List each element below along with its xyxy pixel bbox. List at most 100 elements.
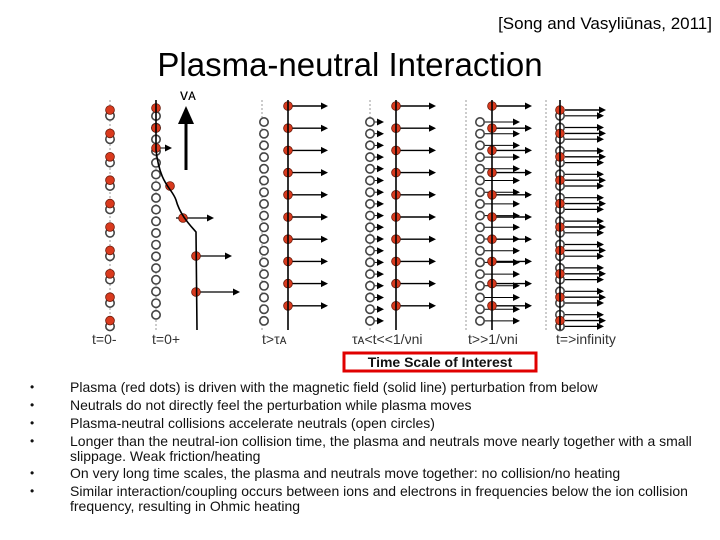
plasma-particle [105,292,115,303]
neutral-particle [151,181,162,192]
neutral-velocity-arrow-head [513,294,520,301]
bullet-dot: • [30,434,35,448]
neutral-particle [151,204,162,215]
perturbed-field-line [155,100,198,331]
bullet-item: •Similar interaction/coupling occurs bet… [30,484,710,514]
frame-label-3: τᴀ<t<<1/νni [352,331,422,347]
velocity-arrow-head [525,235,532,243]
bullet-text: Plasma (red dots) is driven with the mag… [70,379,598,395]
plasma-particle [105,315,115,326]
neutral-particle [474,210,485,221]
bullet-item: • On very long time scales, the plasma an… [30,466,710,481]
neutral-velocity-arrow-head [597,229,604,237]
velocity-arrow-head [429,302,436,310]
neutral-velocity-arrow-head [377,153,384,161]
velocity-arrow-head [321,235,328,243]
neutral-particle [151,192,162,203]
neutral-particle [258,234,269,245]
neutral-velocity-arrow-head [377,188,384,196]
neutral-velocity-arrow-head [377,130,384,138]
neutral-particle [151,216,162,227]
velocity-arrow-head [321,124,328,132]
velocity-arrow-head [429,235,436,243]
neutral-particle [258,198,269,209]
neutral-velocity-arrow-head [513,317,520,325]
neutral-velocity-arrow-head [597,159,604,167]
bullet-item: •Neutrals do not directly feel the pertu… [30,398,710,413]
neutral-particle [151,239,162,250]
neutral-velocity-arrow-head [377,177,384,184]
velocity-arrow-head [321,280,328,288]
neutral-velocity-arrow-head [597,322,604,330]
neutral-velocity-arrow-head [377,247,384,255]
neutral-particle [474,280,485,291]
neutral-velocity-arrow-head [597,299,604,307]
bullet-text: Longer than the neutral-ion collision ti… [70,433,692,464]
velocity-arrow-head [525,257,532,265]
neutral-particle [474,234,485,245]
neutral-velocity-arrow-head [513,258,520,266]
neutral-velocity-arrow-head [513,141,520,149]
neutral-particle [364,117,375,128]
velocity-arrow-head [525,124,532,132]
neutral-velocity-arrow-head [377,212,384,220]
bullet-list: • Plasma (red dots) is driven with the ma… [30,380,710,517]
neutral-velocity-arrow-head [377,282,384,290]
neutral-particle [258,187,269,198]
neutral-particle [364,128,375,139]
velocity-arrow-head [321,302,328,310]
neutral-velocity-arrow-head [513,153,520,161]
neutral-particle [474,198,485,209]
bullet-dot: • [30,484,35,498]
velocity-arrow-head [321,169,328,177]
velocity-arrow-head [321,257,328,265]
velocity-arrow-head [429,102,436,110]
neutral-particle [364,152,375,163]
bullet-text: Plasma-neutral collisions accelerate neu… [70,415,435,431]
velocity-arrow-head [321,213,328,221]
neutral-particle [474,245,485,256]
neutral-particle [364,315,375,326]
neutral-velocity-arrow-head [377,141,384,149]
velocity-arrow-head [165,144,172,152]
neutral-velocity-arrow-head [597,241,604,248]
velocity-arrow-head [525,213,532,221]
neutral-particle [364,280,375,291]
neutral-particle [474,140,485,151]
bullet-text: Neutrals do not directly feel the pertur… [70,397,472,413]
velocity-arrow-head [429,213,436,221]
neutral-velocity-arrow-head [597,252,604,260]
velocity-arrow-head [233,288,240,296]
neutral-particle [258,175,269,186]
neutral-velocity-arrow-head [377,223,384,231]
neutral-velocity-arrow-head [597,124,604,131]
frame-label-1: t=0+ [152,331,180,347]
bullet-dot: • [30,380,35,394]
neutral-velocity-arrow-head [513,305,520,313]
neutral-particle [474,269,485,280]
neutral-particle [364,304,375,315]
bullet-text: On very long time scales, the plasma and… [70,465,621,481]
neutral-velocity-arrow-head [513,188,520,196]
neutral-particle [364,210,375,221]
frame-label-4: t>>1/νni [468,331,518,347]
velocity-arrow-head [207,214,214,222]
velocity-arrow-head [599,246,606,254]
neutral-velocity-arrow-head [377,235,384,243]
neutral-velocity-arrow-head [597,205,604,213]
neutral-particle [364,175,375,186]
velocity-arrow-head [599,106,606,114]
neutral-particle [364,187,375,198]
neutral-particle [258,280,269,291]
neutral-particle [258,210,269,221]
neutral-velocity-arrow-head [377,165,384,173]
velocity-arrow-head [599,270,606,278]
plasma-particle [105,175,115,186]
velocity-arrow-head [599,129,606,137]
frame-label-0: t=0- [92,331,117,347]
bullet-dot: • [30,466,35,480]
velocity-arrow-head [429,191,436,199]
neutral-velocity-arrow-head [513,118,520,126]
neutral-particle [258,152,269,163]
